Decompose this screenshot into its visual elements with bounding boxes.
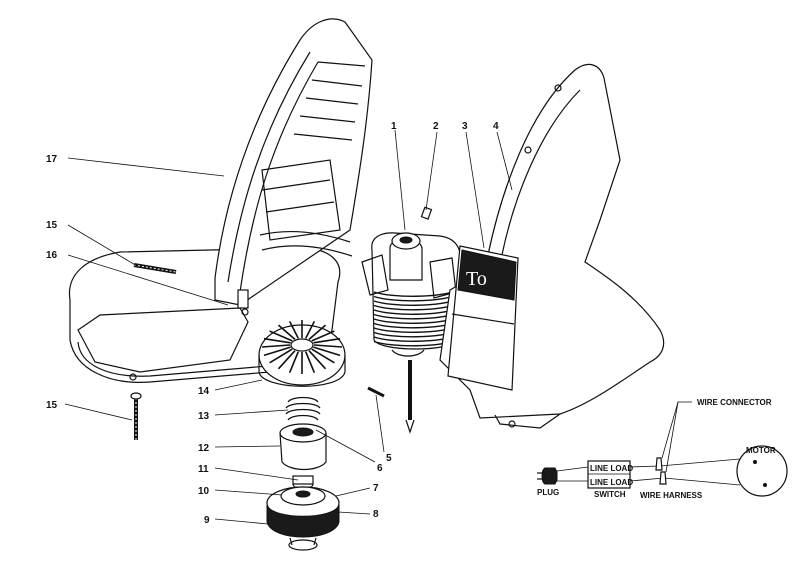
callout-15-upper: 15 [46, 220, 58, 231]
motor-label: MOTOR [746, 446, 776, 455]
switch-box [587, 460, 631, 489]
part-10-spool-cap [280, 486, 326, 506]
part-3-decal: To [447, 245, 519, 391]
switch-label: SWITCH [594, 490, 626, 499]
callout-4: 4 [493, 121, 499, 132]
wire-connector-icon [655, 457, 667, 485]
callout-16: 16 [46, 250, 58, 261]
wire-harness-label: WIRE HARNESS [640, 491, 703, 500]
callout-7: 7 [373, 483, 379, 494]
callout-1: 1 [391, 121, 397, 132]
decal-text: To [466, 268, 487, 290]
callout-9: 9 [204, 515, 210, 526]
callout-2: 2 [433, 121, 439, 132]
switch-line-load-2: LINE LOAD [590, 478, 633, 487]
callout-3: 3 [462, 121, 468, 132]
callout-11: 11 [198, 464, 209, 475]
callout-17: 17 [46, 154, 58, 165]
wiring-schematic: WIRE CONNECTOR MOTOR PLUG LINE LOAD LINE… [537, 398, 788, 500]
callout-5: 5 [386, 453, 392, 464]
leader-lines [64, 129, 513, 525]
part-14-fan [258, 320, 346, 387]
motor-symbol [736, 445, 788, 497]
part-13-spring [285, 396, 321, 421]
part-5-pin [367, 386, 385, 398]
part-15-screw-upper [133, 263, 177, 274]
part-15-screw-lower [130, 392, 142, 440]
part-2-terminal [420, 206, 433, 220]
callout-13: 13 [198, 411, 210, 422]
wire-connector-label: WIRE CONNECTOR [697, 398, 772, 407]
callout-12: 12 [198, 443, 210, 454]
plug-label: PLUG [537, 488, 559, 497]
callout-numbers: 1 2 3 4 17 15 16 15 14 13 12 11 10 9 7 8… [46, 121, 499, 526]
plug-icon [537, 467, 558, 485]
callout-10: 10 [198, 486, 210, 497]
switch-line-load-1: LINE LOAD [590, 464, 633, 473]
part-1-motor [361, 232, 461, 434]
callout-6: 6 [377, 463, 383, 474]
part-17-housing-left [214, 18, 373, 309]
callout-8: 8 [373, 509, 379, 520]
callout-14: 14 [198, 386, 210, 397]
callout-15-lower: 15 [46, 400, 58, 411]
part-12-spool-hub [279, 423, 327, 471]
